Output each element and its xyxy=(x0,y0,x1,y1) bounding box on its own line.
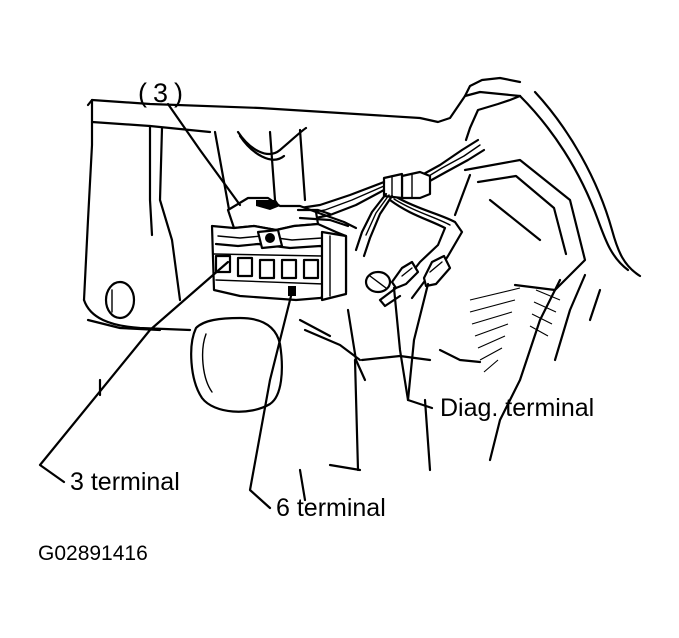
leader-diag-2 xyxy=(406,282,430,402)
leader-terminal-3 xyxy=(38,260,230,484)
leader-lines xyxy=(38,102,434,510)
label-diag-terminal: Diag. terminal xyxy=(440,394,594,422)
leader-diag-1 xyxy=(392,286,434,410)
leader-terminal-6 xyxy=(248,290,294,510)
under-dash-panel xyxy=(82,76,642,502)
leader-callout-3 xyxy=(166,102,242,207)
label-terminal-3: 3 terminal xyxy=(70,468,180,496)
callout-number: (3) xyxy=(138,78,189,108)
label-terminal-6: 6 terminal xyxy=(276,494,386,522)
connector-block xyxy=(210,196,358,302)
figure-id: G02891416 xyxy=(38,542,148,565)
